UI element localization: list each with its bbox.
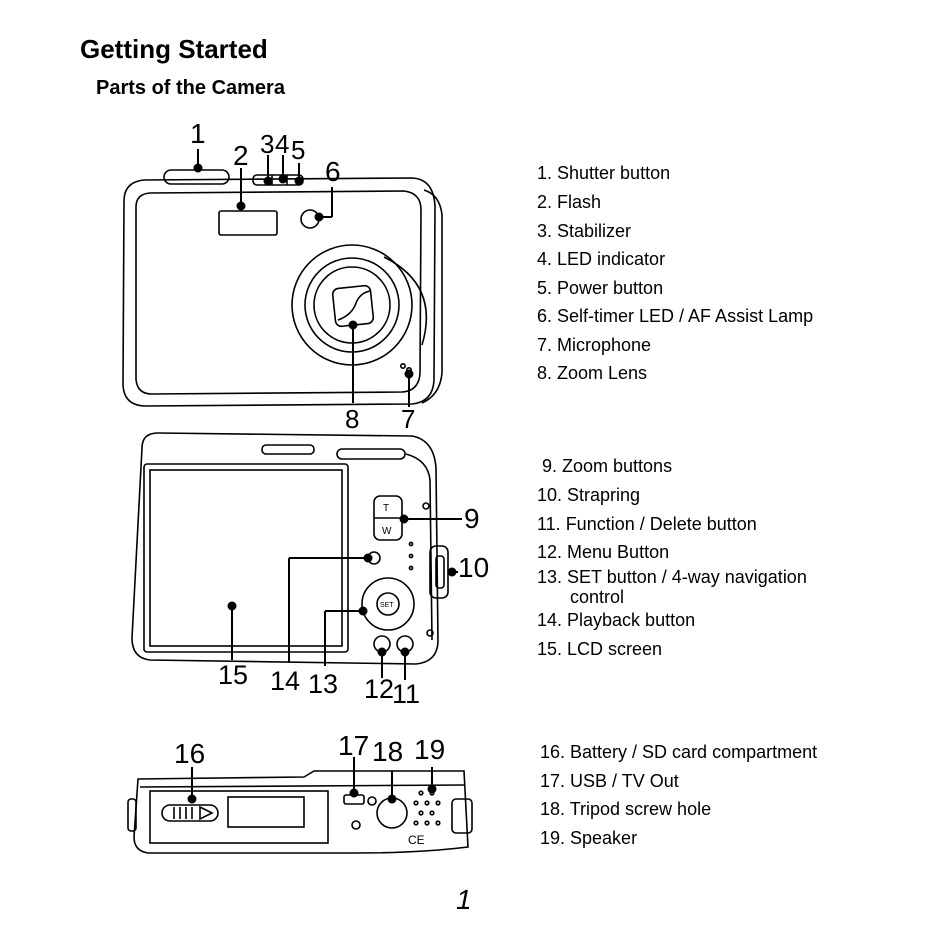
callout-10: 10: [458, 552, 489, 583]
legend-item: 10. Strapring: [537, 485, 641, 505]
legend-item: 9. Zoom buttons: [542, 456, 673, 476]
callout-1: 1: [190, 118, 206, 149]
strap-ring: [429, 545, 449, 599]
section-title: Parts of the Camera: [96, 77, 285, 99]
legend-item: 6. Self-timer LED / AF Assist Lamp: [537, 306, 814, 326]
callout-7: 7: [401, 404, 415, 430]
callout-4: 4: [275, 129, 289, 159]
legend-item: 18. Tripod screw hole: [540, 799, 712, 819]
legend-item: 16. Battery / SD card compartment: [540, 742, 818, 762]
callout-9: 9: [464, 503, 480, 534]
page-title: Getting Started: [80, 34, 268, 64]
callout-6: 6: [325, 156, 341, 187]
callout-13: 13: [308, 669, 338, 699]
callout-17: 17: [338, 730, 369, 761]
legend-item: 11. Function / Delete button: [537, 514, 757, 534]
camera-back-diagram: T W SET 9 10 15 14 13 12 11: [131, 432, 489, 709]
legend-item-text: 13. SET button / 4-way navigation: [537, 567, 807, 587]
legend-item: 15. LCD screen: [537, 639, 663, 659]
legend-item: 5. Power button: [537, 278, 664, 298]
legend-item: 14. Playback button: [537, 610, 696, 630]
battery-door: [149, 790, 329, 844]
legend-item: 3. Stabilizer: [537, 221, 632, 241]
set-label: SET: [380, 602, 394, 609]
callout-14: 14: [270, 666, 300, 696]
legend-item-continuation: control: [570, 587, 625, 607]
camera-front-diagram: 1 2 3 4 5 6 8 7: [122, 118, 443, 430]
ce-mark: CE: [408, 833, 425, 847]
callout-12: 12: [364, 674, 394, 704]
camera-body-outline: [122, 177, 436, 407]
page-number: 1: [456, 884, 472, 915]
legend-item: 17. USB / TV Out: [540, 771, 679, 791]
camera-body-outline: [133, 770, 469, 854]
nav-pad: [361, 577, 415, 631]
legend-item-set: 13. SET button / 4-way navigation contro…: [537, 567, 807, 606]
legend-item: 8. Zoom Lens: [537, 363, 648, 383]
callout-2: 2: [233, 140, 249, 171]
speaker-holes: [413, 790, 441, 826]
callout-8: 8: [345, 404, 359, 430]
flash-window: [218, 210, 278, 236]
callout-11: 11: [392, 679, 420, 709]
legend-item: 7. Microphone: [537, 335, 652, 355]
battery-latch: [161, 804, 219, 822]
camera-bottom-diagram: CE 16 17 18 19: [127, 730, 473, 854]
legend-item: 12. Menu Button: [537, 542, 670, 562]
legend-item: 19. Speaker: [540, 828, 638, 848]
legend-item: 4. LED indicator: [537, 249, 666, 269]
camera-body-outline: [131, 432, 439, 665]
front-panel: [135, 190, 422, 395]
legend-item: 1. Shutter button: [537, 163, 671, 183]
legend-item: 2. Flash: [537, 192, 602, 212]
callout-3: 3: [260, 129, 274, 159]
microphone-holes: [399, 363, 406, 370]
callout-18: 18: [372, 736, 403, 767]
wide-label: W: [382, 526, 392, 537]
callout-19: 19: [414, 734, 445, 765]
strap-tab: [451, 798, 473, 834]
callout-15: 15: [218, 660, 248, 690]
callout-5: 5: [291, 135, 305, 165]
callout-16: 16: [174, 738, 205, 769]
tele-label: T: [383, 503, 389, 514]
